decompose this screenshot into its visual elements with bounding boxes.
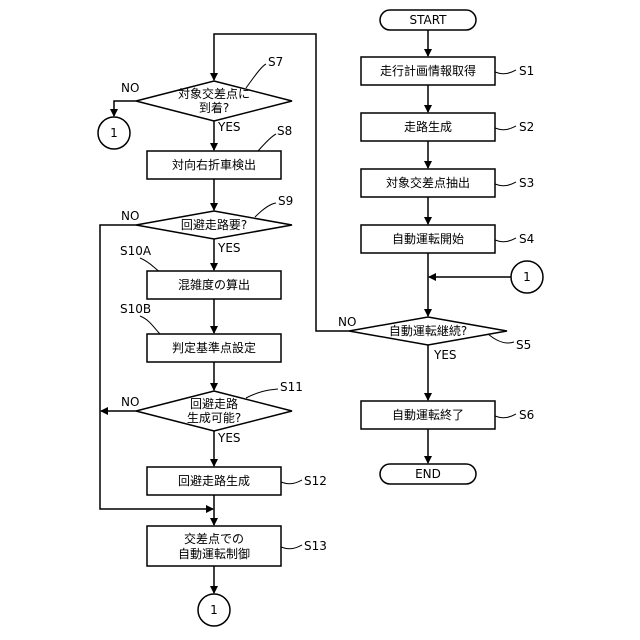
s13-step: S13 bbox=[304, 539, 327, 553]
s9-label: 回避走路要? bbox=[181, 217, 247, 232]
s13-leader bbox=[281, 545, 302, 549]
s3-step: S3 bbox=[519, 176, 534, 190]
s3-leader bbox=[495, 182, 516, 186]
s8-step: S8 bbox=[277, 124, 292, 138]
s13-label-line2: 自動運転制御 bbox=[178, 546, 250, 561]
s10b-leader bbox=[140, 316, 160, 334]
s7-no-label: NO bbox=[121, 81, 139, 95]
s4-label: 自動運転開始 bbox=[392, 232, 464, 246]
s5-leader bbox=[488, 334, 514, 343]
s5-no-label: NO bbox=[338, 315, 356, 329]
decision-s9: 回避走路要? bbox=[136, 211, 292, 239]
process-s12: 回避走路生成 bbox=[147, 467, 281, 495]
s8-label: 対向右折車検出 bbox=[172, 157, 256, 172]
s9-step: S9 bbox=[278, 194, 293, 208]
process-s10b: 判定基準点設定 bbox=[147, 334, 281, 362]
connector-left-top-label: 1 bbox=[110, 126, 118, 140]
connector-left-top: 1 bbox=[98, 117, 130, 149]
s10b-label: 判定基準点設定 bbox=[172, 340, 256, 355]
connector-left-bottom: 1 bbox=[198, 594, 230, 626]
decision-s5: 自動運転継続? bbox=[349, 317, 507, 345]
s13-label-line1: 交差点での bbox=[184, 531, 244, 546]
s11-leader bbox=[246, 389, 278, 398]
s10a-label: 混雑度の算出 bbox=[178, 277, 250, 292]
s11-label-line2: 生成可能? bbox=[187, 411, 241, 425]
arrow-s7-no-connector bbox=[114, 101, 136, 116]
s8-leader bbox=[258, 134, 276, 151]
s10a-step: S10A bbox=[120, 244, 152, 258]
process-s8: 対向右折車検出 bbox=[147, 151, 281, 179]
connector-right: 1 bbox=[511, 261, 543, 293]
connector-left-bottom-label: 1 bbox=[210, 603, 218, 617]
s2-leader bbox=[495, 126, 516, 130]
s6-leader bbox=[495, 414, 516, 418]
process-s13: 交差点での 自動運転制御 bbox=[147, 526, 281, 566]
s11-step: S11 bbox=[280, 380, 303, 394]
connector-right-label: 1 bbox=[523, 270, 531, 284]
s11-label-line1: 回避走路 bbox=[190, 396, 238, 411]
s3-label: 対象交差点抽出 bbox=[386, 175, 470, 190]
process-s6: 自動運転終了 bbox=[361, 401, 495, 429]
s4-leader bbox=[495, 238, 516, 242]
s7-leader bbox=[246, 64, 266, 88]
s9-no-label: NO bbox=[121, 209, 139, 223]
start-label: START bbox=[409, 13, 447, 27]
process-s4: 自動運転開始 bbox=[361, 225, 495, 253]
s2-label: 走路生成 bbox=[404, 119, 452, 134]
process-s10a: 混雑度の算出 bbox=[147, 271, 281, 299]
s10b-step: S10B bbox=[120, 302, 151, 316]
s10a-leader bbox=[140, 258, 160, 272]
decision-s7: 対象交差点に 到着? bbox=[136, 81, 292, 121]
s5-yes-label: YES bbox=[433, 348, 457, 362]
end-terminal: END bbox=[380, 464, 476, 484]
s1-step: S1 bbox=[519, 64, 534, 78]
s4-step: S4 bbox=[519, 232, 534, 246]
s2-step: S2 bbox=[519, 120, 534, 134]
s5-step: S5 bbox=[516, 338, 531, 352]
s9-yes-label: YES bbox=[217, 241, 241, 255]
s11-yes-label: YES bbox=[217, 431, 241, 445]
s7-yes-label: YES bbox=[217, 120, 241, 134]
end-label: END bbox=[415, 467, 441, 481]
s9-leader bbox=[255, 203, 276, 217]
s1-label: 走行計画情報取得 bbox=[380, 63, 476, 78]
s11-no-label: NO bbox=[121, 395, 139, 409]
start-terminal: START bbox=[380, 10, 476, 30]
s7-label-line2: 到着? bbox=[199, 100, 229, 115]
s12-label: 回避走路生成 bbox=[178, 473, 250, 488]
decision-s11: 回避走路 生成可能? bbox=[136, 391, 292, 431]
s12-step: S12 bbox=[304, 474, 327, 488]
s6-label: 自動運転終了 bbox=[392, 407, 464, 422]
s7-label-line1: 対象交差点に bbox=[178, 86, 250, 101]
s1-leader bbox=[495, 70, 516, 74]
s7-step: S7 bbox=[268, 55, 283, 69]
s6-step: S6 bbox=[519, 408, 534, 422]
s12-leader bbox=[281, 480, 302, 484]
process-s1: 走行計画情報取得 bbox=[361, 57, 495, 85]
s5-label: 自動運転継続? bbox=[389, 323, 467, 338]
process-s3: 対象交差点抽出 bbox=[361, 169, 495, 197]
process-s2: 走路生成 bbox=[361, 113, 495, 141]
